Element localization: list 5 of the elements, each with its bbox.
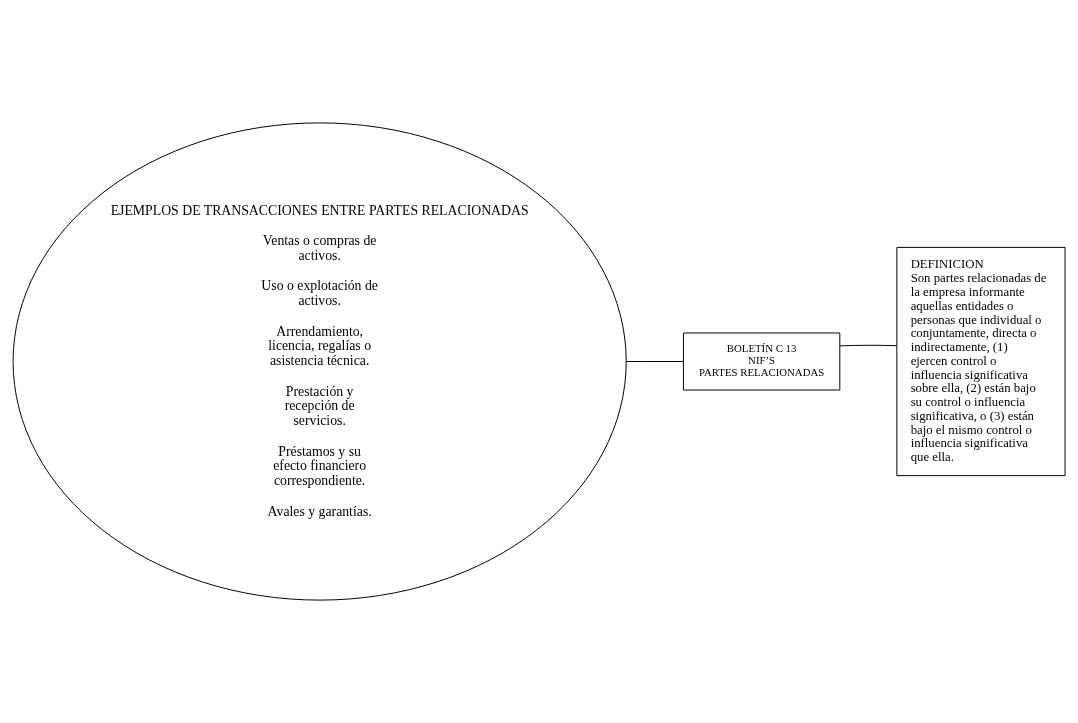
- node-ellipse: EJEMPLOS DE TRANSACCIONES ENTRE PARTES RELACIONADAS Ventas o compras de activos. Uso o explotación de activos. Arrendamiento, licencia, regalías o asistencia técnica. Prestación y recepción de servicios. Préstamos y su efecto financiero correspondiente. Avales y garantías.: [12, 122, 627, 601]
- node-box: DEFINICION Son partes relacionadas de la empresa informante aquellas entidades o personas que individual o conjuntamente, directa o indirectamente, (1) ejercen control o influencia significativa sobre ella, (2) están bajo su control o influencia significativa, o (3) están bajo el mismo control o influencia significativa que ella.: [896, 246, 1066, 477]
- connector: [839, 344, 898, 347]
- connector: [626, 361, 684, 362]
- node-box: BOLETÍN C 13 NIF’S PARTES RELACIONADAS: [682, 332, 841, 391]
